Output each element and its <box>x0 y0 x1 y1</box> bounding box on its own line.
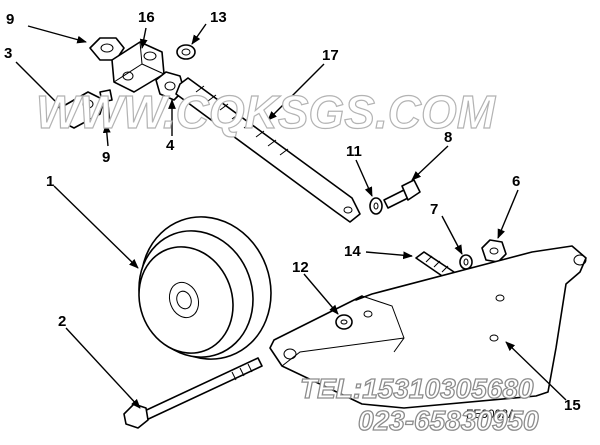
part-2-long-screw <box>123 357 263 429</box>
callout-3: 3 <box>4 45 12 62</box>
part-5-nut <box>89 37 125 61</box>
callout-4: 4 <box>166 137 175 154</box>
callout-15: 15 <box>564 397 581 414</box>
callout-8: 8 <box>444 129 452 146</box>
callout-6: 6 <box>512 173 520 190</box>
leader-14 <box>365 251 413 260</box>
leader-16 <box>139 27 148 49</box>
leader-12 <box>303 273 339 315</box>
callout-5: 9 <box>6 11 14 28</box>
leader-8 <box>411 145 449 181</box>
part-17-adjusting-rod <box>175 77 361 223</box>
callout-16: 16 <box>138 9 155 26</box>
callout-14: 14 <box>344 243 361 260</box>
watermark-phone-2: 023-65830950 <box>358 405 539 436</box>
callout-2: 2 <box>58 313 66 330</box>
leader-11 <box>355 159 373 197</box>
leader-1 <box>53 185 139 269</box>
leader-2 <box>65 327 141 409</box>
part-12-washer <box>335 314 353 330</box>
part-1-pulley <box>138 216 272 360</box>
watermark-site: WWW.CQKSGS.COM <box>36 86 497 138</box>
callout-17: 17 <box>322 47 339 64</box>
part-7-washer <box>459 254 473 270</box>
callout-11: 11 <box>346 143 362 160</box>
callout-12: 12 <box>292 259 309 276</box>
leader-15 <box>505 341 567 401</box>
part-8-cap-screw <box>383 179 421 209</box>
leader-17 <box>267 63 325 121</box>
part-15-mounting-bracket <box>269 245 587 409</box>
callout-1: 1 <box>46 173 54 190</box>
leader-13 <box>191 23 207 45</box>
leader-7 <box>441 215 463 255</box>
leader-5 <box>27 25 87 44</box>
part-11-washer <box>369 197 383 215</box>
callout-9: 9 <box>102 149 110 166</box>
drawing-code: FE9002A <box>466 407 516 421</box>
part-3-bracket <box>59 91 105 129</box>
leader-9 <box>102 123 111 147</box>
leader-6 <box>497 189 519 239</box>
part-13-washer <box>176 44 196 60</box>
leader-lines <box>15 23 567 409</box>
part-9-bolt <box>99 89 113 123</box>
leader-3 <box>15 61 65 111</box>
callout-13: 13 <box>210 9 227 26</box>
part-6-nut <box>481 239 507 263</box>
watermark-phone: TEL:15310305680 <box>300 373 534 404</box>
callout-7: 7 <box>430 201 438 218</box>
callout-numbers: 9 16 13 3 9 4 17 11 8 6 7 14 12 1 2 15 <box>4 9 581 414</box>
